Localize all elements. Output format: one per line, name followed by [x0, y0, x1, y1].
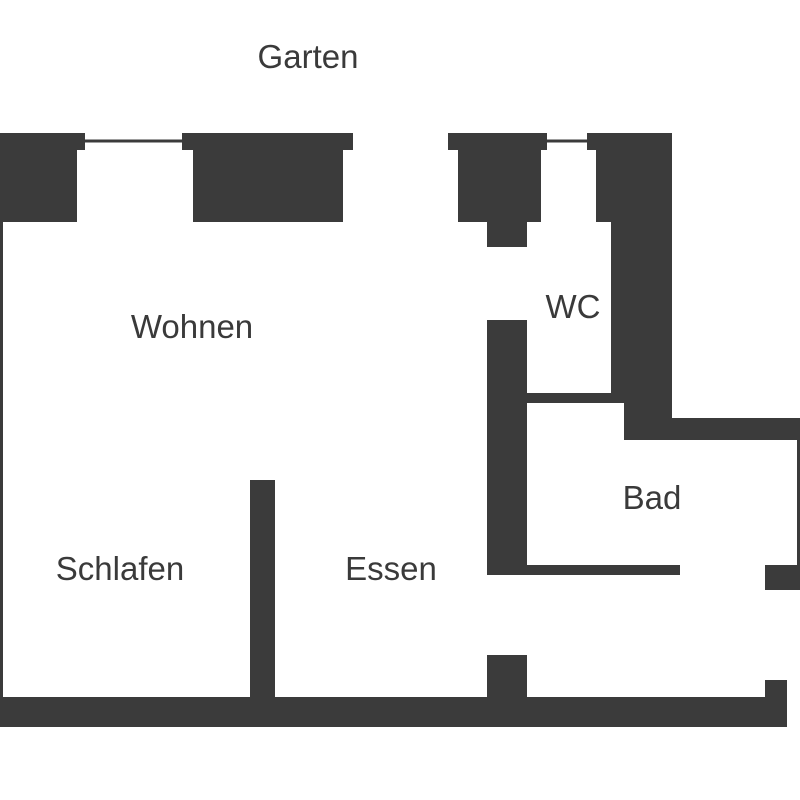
wall-bath-top [672, 418, 800, 440]
wall-right-stub [765, 565, 800, 590]
wall-bath-bottom [527, 565, 680, 575]
wall-bottom-right [765, 680, 787, 727]
wall-top-left [0, 150, 77, 222]
wall-top-middle-cap [182, 133, 353, 150]
wall-left-thin [0, 222, 3, 697]
wall-bedroom [250, 480, 275, 697]
wall-top-right [458, 150, 541, 222]
wall-top-left-cap [0, 133, 85, 150]
room-label-bedroom: Schlafen [55, 550, 185, 587]
wall-bath-left [487, 320, 527, 575]
wall-wc-cap [587, 133, 672, 150]
wall-wc-bottom [527, 393, 611, 403]
room-label-bath: Bad [622, 479, 682, 516]
wall-pillar [487, 655, 527, 697]
wall-top-right-cap [448, 133, 547, 150]
wall-top-middle [193, 150, 343, 222]
room-label-dining: Essen [345, 550, 437, 587]
wall-wc-upper [596, 150, 672, 222]
wall-bottom [0, 697, 787, 727]
room-label-living: Wohnen [130, 308, 254, 345]
wall-wc-right [611, 222, 672, 403]
wall-wc-right-lower [624, 403, 672, 440]
room-label-wc: WC [545, 288, 601, 325]
room-label-garden: Garten [257, 38, 359, 75]
wall-top-right-tab [487, 222, 527, 247]
wall-right-thin [797, 440, 800, 565]
